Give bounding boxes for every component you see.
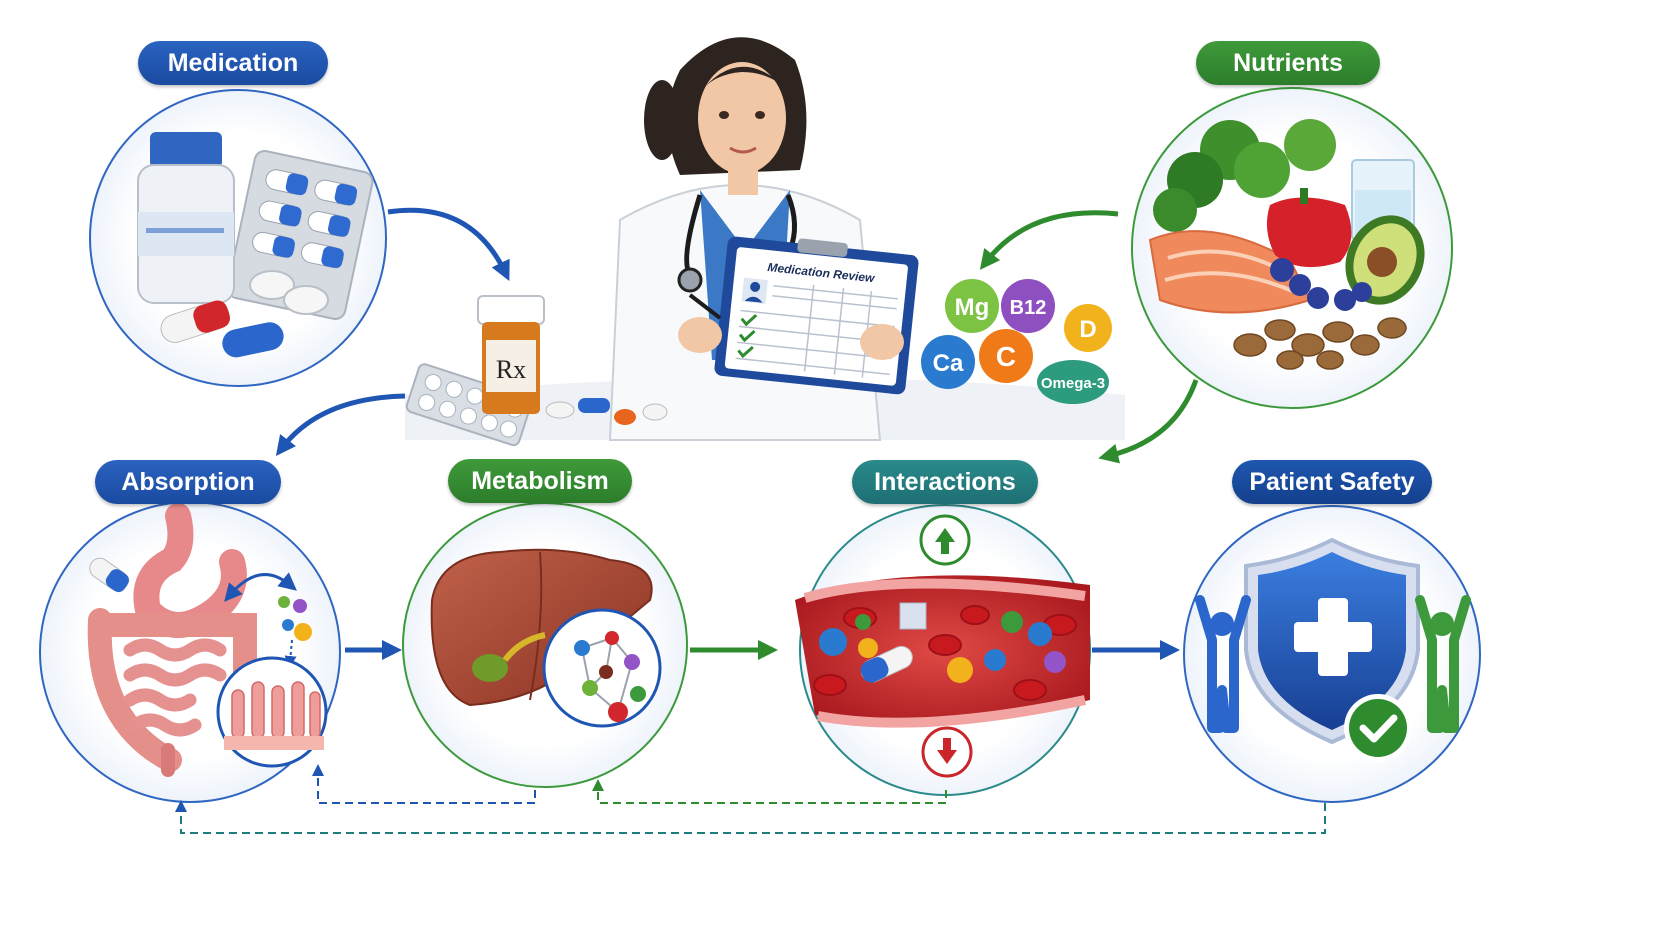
- sphere-ca-label: Ca: [933, 350, 964, 377]
- nutrients-illustration: [1131, 87, 1453, 409]
- feedback-safety-to-absorption: [175, 800, 1326, 834]
- patient-safety-illustration: [1183, 505, 1481, 803]
- arrow-nutrients-to-doctor: [979, 210, 1119, 270]
- label-nutrients: Nutrients: [1196, 41, 1380, 85]
- metabolism-illustration: [402, 502, 688, 788]
- sphere-mg-label: Mg: [955, 294, 990, 321]
- label-metabolism: Metabolism: [448, 459, 632, 503]
- sphere-c: C: [979, 329, 1033, 383]
- sphere-omega3-label: Omega-3: [1041, 375, 1105, 392]
- sphere-c-label: C: [996, 341, 1016, 372]
- medication-illustration: [89, 89, 387, 387]
- sphere-b12-label: B12: [1010, 297, 1047, 319]
- label-patient-safety: Patient Safety: [1232, 460, 1432, 504]
- arrow-medication-to-doctor: [387, 207, 510, 281]
- nutrient-spheres: Mg B12 D Ca C Omega-3: [921, 279, 1112, 404]
- absorption-illustration: [39, 501, 341, 803]
- table-medications: Rx: [405, 295, 668, 447]
- label-interactions: Interactions: [852, 460, 1038, 504]
- rx-label: Rx: [496, 355, 526, 384]
- arrow-nutrients-to-interactions: [1098, 379, 1199, 464]
- doctor-illustration: Medication Review: [405, 37, 1125, 441]
- label-medication: Medication: [138, 41, 328, 85]
- sphere-d: D: [1064, 304, 1112, 352]
- feedback-interactions-to-metabolism: [592, 779, 947, 804]
- arrow-doctor-to-absorption: [275, 393, 406, 456]
- sphere-ca: Ca: [921, 335, 975, 389]
- sphere-omega3: Omega-3: [1037, 360, 1109, 404]
- sphere-mg-circle: [945, 279, 999, 333]
- label-absorption: Absorption: [95, 460, 281, 504]
- sphere-b12: B12: [1001, 279, 1055, 333]
- interactions-illustration: [795, 504, 1091, 796]
- sphere-d-label: D: [1079, 316, 1096, 343]
- sphere-mg: Mg: [945, 279, 999, 333]
- feedback-metabolism-to-absorption: [312, 764, 536, 804]
